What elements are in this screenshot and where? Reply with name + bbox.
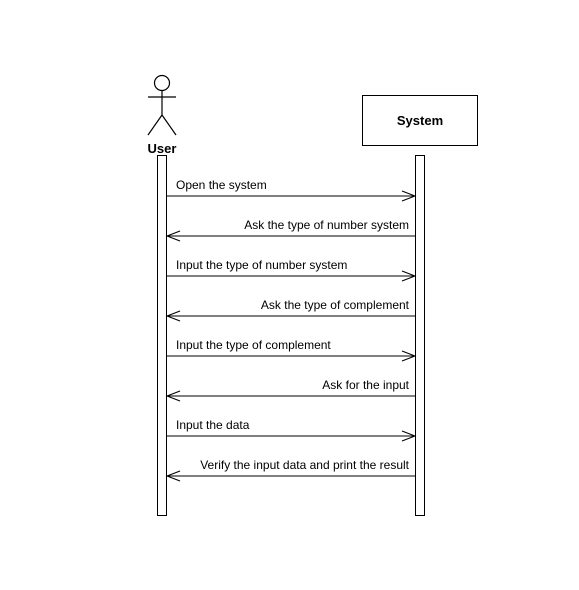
system-participant-box <box>362 95 478 146</box>
message-label: Input the data <box>176 418 250 432</box>
system-activation-bar <box>415 155 425 516</box>
user-actor <box>147 74 177 136</box>
actor-right-leg <box>161 114 177 136</box>
message-4: Ask the type of complement <box>165 298 415 322</box>
message-7: Input the data <box>167 418 417 442</box>
user-activation-bar <box>157 155 167 516</box>
message-6: Ask for the input <box>165 378 415 402</box>
message-arrowhead <box>165 390 181 402</box>
system-participant-label: System <box>397 113 443 128</box>
message-label: Input the type of number system <box>176 258 347 272</box>
message-label: Input the type of complement <box>176 338 331 352</box>
message-arrowhead <box>401 270 417 282</box>
message-8: Verify the input data and print the resu… <box>165 458 415 482</box>
message-arrowhead <box>401 190 417 202</box>
message-arrowhead <box>165 230 181 242</box>
actor-head <box>153 74 171 92</box>
message-arrowhead <box>401 350 417 362</box>
actor-left-leg <box>147 114 163 136</box>
message-5: Input the type of complement <box>167 338 417 362</box>
message-1: Open the system <box>167 178 417 202</box>
message-3: Input the type of number system <box>167 258 417 282</box>
message-arrowhead <box>401 430 417 442</box>
message-arrowhead <box>165 310 181 322</box>
message-arrowhead <box>165 470 181 482</box>
message-label: Verify the input data and print the resu… <box>200 458 409 472</box>
message-label: Ask the type of number system <box>244 218 409 232</box>
message-label: Ask for the input <box>322 378 409 392</box>
actor-label: User <box>148 141 177 156</box>
message-2: Ask the type of number system <box>165 218 415 242</box>
message-label: Open the system <box>176 178 267 192</box>
message-label: Ask the type of complement <box>261 298 410 312</box>
